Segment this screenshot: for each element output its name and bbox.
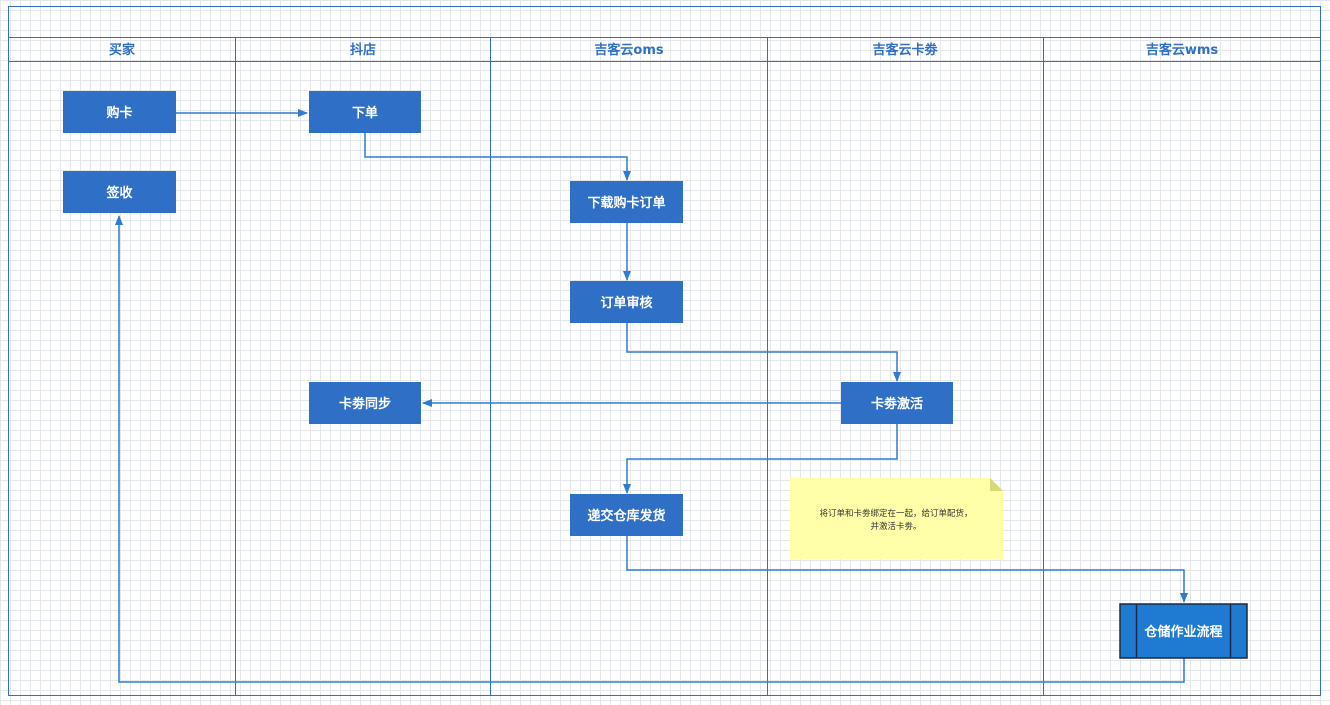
node-order-review[interactable]: 订单审核 [570, 281, 683, 323]
lane-headers: 买家 抖店 吉客云oms 吉客云卡劵 吉客云wms [109, 42, 1218, 58]
pool [8, 6, 1321, 696]
node-place-order[interactable]: 下单 [309, 91, 421, 133]
node-coupon-sync[interactable]: 卡劵同步 [309, 382, 421, 424]
lane-header-store: 抖店 [350, 42, 376, 58]
connectors [115, 109, 1188, 683]
node-warehouse-flow[interactable]: 仓储作业流程 [1119, 603, 1248, 659]
node-submit-shipping[interactable]: 递交仓库发货 [570, 494, 683, 536]
edge-order-review-to-coupon-activate [626, 323, 901, 382]
node-label: 仓储作业流程 [1143, 624, 1222, 640]
lane-header-buyer: 买家 [109, 42, 136, 58]
node-label: 订单审核 [600, 295, 652, 311]
node-label: 购卡 [106, 105, 132, 121]
node-label: 递交仓库发货 [587, 508, 665, 524]
note-folded-corner [990, 478, 1003, 491]
node-label: 下载购卡订单 [587, 195, 665, 211]
edge-submit-shipping-to-warehouse-flow [626, 536, 1188, 603]
node-buy-card[interactable]: 购卡 [63, 91, 176, 133]
edge-place-order-to-download-order [364, 133, 631, 181]
note-body [790, 478, 1003, 559]
node-coupon-activate[interactable]: 卡劵激活 [841, 382, 953, 424]
lane-header-oms: 吉客云oms [594, 42, 663, 58]
lane-header-card: 吉客云卡劵 [872, 42, 938, 58]
edge-warehouse-flow-to-sign-receive [115, 215, 1185, 683]
pool-frame [8, 6, 1321, 696]
lane-header-wms: 吉客云wms [1146, 42, 1219, 58]
edge-coupon-activate-to-submit-shipping [623, 424, 898, 494]
note-line-2: 并激活卡劵。 [870, 521, 921, 532]
node-label: 下单 [352, 105, 378, 121]
node-download-order[interactable]: 下载购卡订单 [570, 181, 683, 223]
sticky-note[interactable]: 将订单和卡劵绑定在一起，给订单配货， 并激活卡劵。 [790, 478, 1003, 559]
node-sign-receive[interactable]: 签收 [63, 171, 176, 213]
note-line-1: 将订单和卡劵绑定在一起，给订单配货， [819, 508, 972, 519]
node-label: 卡劵同步 [339, 396, 391, 412]
node-label: 签收 [105, 185, 133, 201]
node-label: 卡劵激活 [871, 396, 923, 412]
